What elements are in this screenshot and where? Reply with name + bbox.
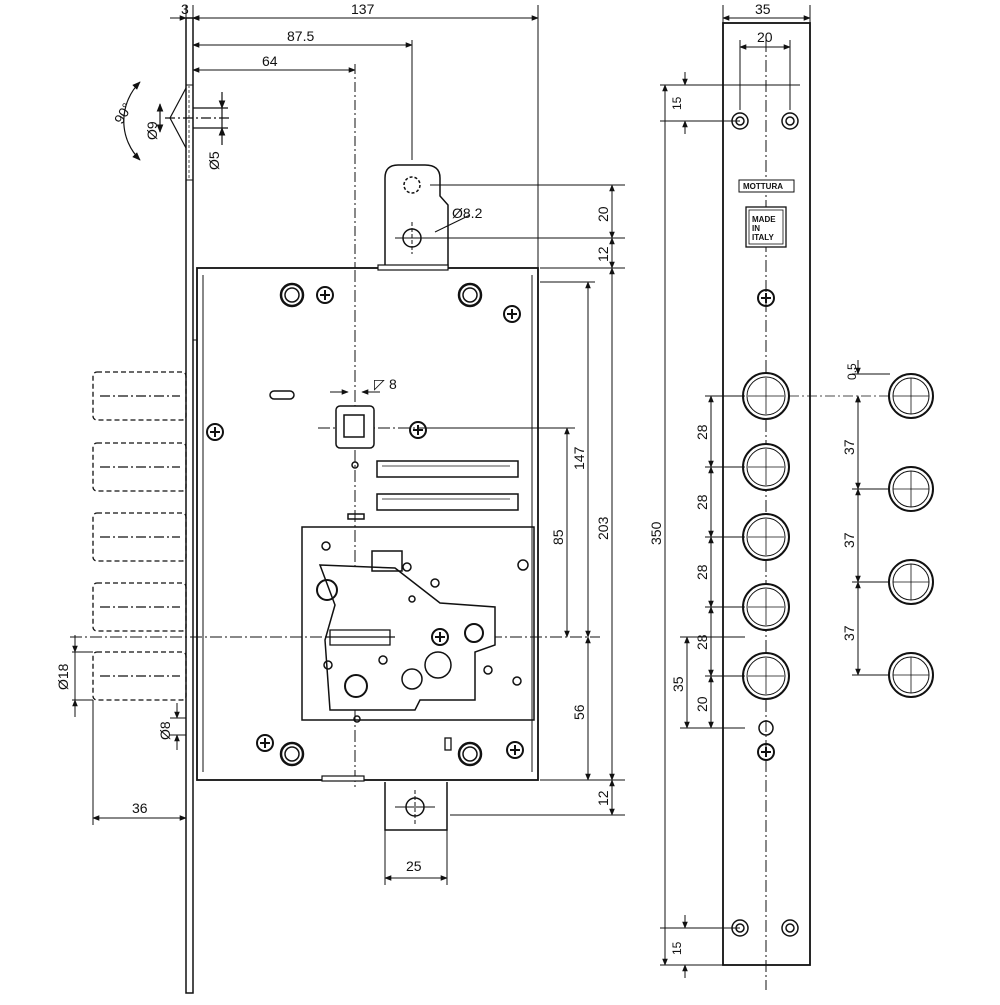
last-bolt-to-hole-label: 20: [694, 696, 710, 712]
top-dimensions: [170, 5, 539, 268]
latch-slots: [376, 460, 519, 511]
spindle-hub: [269, 389, 380, 520]
bolt-throw-label: 36: [132, 800, 148, 816]
strike-pitch-2-label: 37: [841, 532, 857, 548]
brand-label: MOTTURA: [743, 182, 783, 191]
strike-dimension-lines: [852, 360, 890, 676]
bottom-notch: [321, 775, 365, 782]
strike-pitch-3-label: 37: [841, 625, 857, 641]
faceplate-end-offset-top-label: 15: [670, 96, 684, 110]
faceplate-profile: [185, 17, 194, 994]
bolt-pitch-4-label: 28: [694, 634, 710, 650]
top-gap-label: 12: [595, 246, 611, 262]
strike-center-marks: [789, 378, 929, 693]
bottom-tab-dimension-lines: [384, 779, 625, 885]
countersink-detail: [123, 81, 230, 161]
gear-mechanism-plate: [301, 526, 535, 723]
screw-hole-diameter-label: Ø5: [206, 151, 222, 170]
backset-total-label: 137: [351, 1, 375, 17]
bolt-pitch-dimension-lines: [680, 395, 745, 729]
top-fixing-tab: [384, 164, 449, 270]
bottom-fixing-tab: [384, 782, 448, 831]
origin-line3: ITALY: [752, 233, 774, 242]
faceplate-pin-hole: [758, 720, 774, 736]
hole-diameter-82-label: Ø8.2: [452, 205, 483, 221]
countersink-diameter-label: Ø9: [144, 121, 160, 140]
bottom-gap-label: 12: [595, 790, 611, 806]
deadbolts-extended: [92, 371, 187, 701]
strike-pitch-1-label: 37: [841, 439, 857, 455]
spindle-to-cylinder-label: 85: [550, 529, 566, 545]
last-bolt-to-screw-label: 35: [670, 676, 686, 692]
pin-diameter-label: Ø8: [157, 721, 173, 740]
small-slot: [444, 737, 452, 751]
backset-spindle-label: 87.5: [287, 28, 314, 44]
faceplate-hole-spacing-label: 20: [757, 29, 773, 45]
bolt-center-marks: [748, 378, 784, 694]
countersink-angle-label: 90°: [111, 100, 135, 126]
faceplate-end-offset-bottom-label: 15: [670, 941, 684, 955]
backset-cylinder-label: 64: [262, 53, 278, 69]
spindle-square-icon: ◸: [374, 376, 385, 392]
spindle-to-bottom-label: 147: [571, 446, 587, 470]
faceplate-holes: [731, 112, 799, 937]
bottom-tab-width-label: 25: [406, 858, 422, 874]
bolt-diameter-label: Ø18: [55, 663, 71, 690]
faceplate-width-label: 35: [755, 1, 771, 17]
bolt-dimension-lines: [72, 635, 187, 825]
top-notch: [377, 264, 449, 271]
bolt-pitch-1-label: 28: [694, 424, 710, 440]
overall-height-label: 350: [648, 521, 664, 545]
top-hole-offset-label: 20: [595, 206, 611, 222]
strike-holes: [888, 373, 934, 698]
spindle-square-label: 8: [389, 376, 397, 392]
bolt-pitch-2-label: 28: [694, 494, 710, 510]
maker-marking: MOTTURA MADE IN ITALY: [738, 179, 795, 248]
bolt-clearance-label: 0.5: [845, 363, 859, 380]
cylinder-to-bottom-label: 56: [571, 704, 587, 720]
origin-line1: MADE: [752, 215, 776, 224]
origin-line2: IN: [752, 224, 760, 233]
faceplate-thickness-label: 3: [181, 1, 189, 17]
body-height-label: 203: [595, 516, 611, 540]
faceplate-top-dimensions: [660, 5, 811, 978]
body-vertical-dimensions: [430, 267, 625, 781]
bolt-pitch-3-label: 28: [694, 564, 710, 580]
